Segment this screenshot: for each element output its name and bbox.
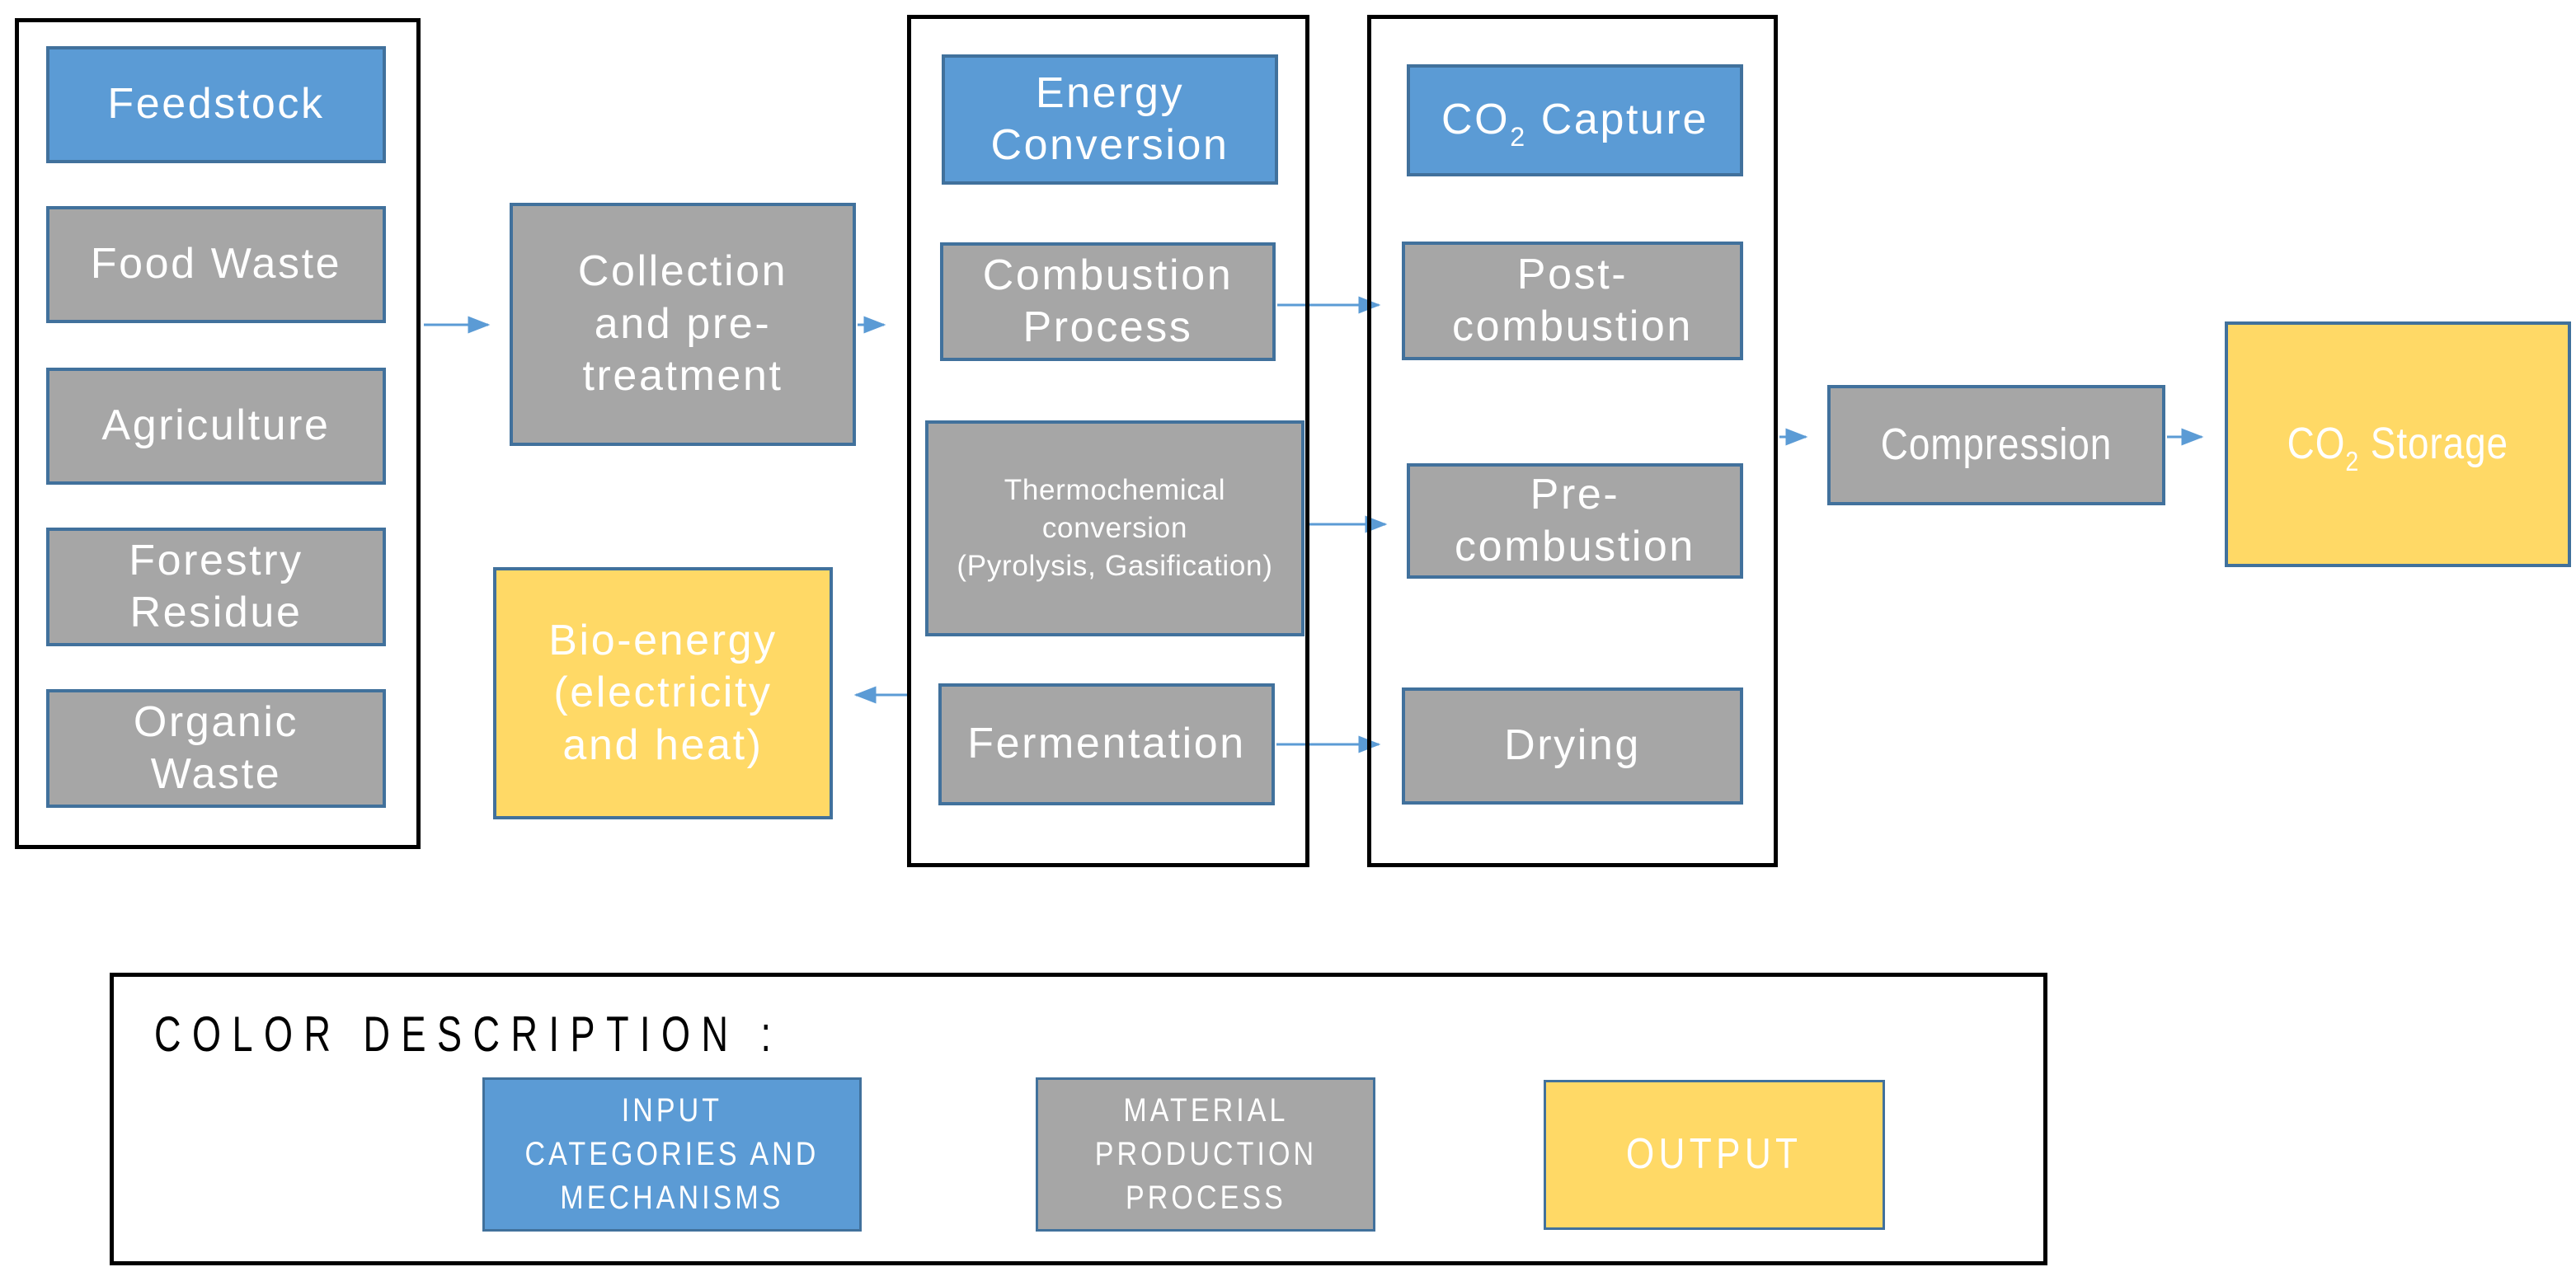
node-pre-combustion-label: Pre- combustion: [1455, 470, 1695, 570]
node-energy-conversion-header: Energy Conversion: [942, 54, 1278, 185]
node-agriculture: Agriculture: [46, 368, 386, 485]
node-co2-capture-header: CO2 Capture: [1407, 64, 1743, 176]
legend-title-text: COLOR DESCRIPTION :: [154, 1006, 783, 1062]
node-pre-combustion: Pre- combustion: [1407, 463, 1743, 579]
energy-conversion-group-container: [907, 15, 1309, 867]
node-post-combustion: Post- combustion: [1402, 242, 1743, 360]
legend-swatch-input-categories: INPUT CATEGORIES AND MECHANISMS: [482, 1077, 862, 1232]
node-combustion-process: Combustion Process: [940, 242, 1276, 361]
node-combustion-process-label: Combustion Process: [982, 251, 1234, 351]
node-thermochemical-conversion: Thermochemical conversion (Pyrolysis, Ga…: [925, 420, 1304, 636]
co2-storage-text-post: Storage: [2359, 419, 2509, 469]
node-bioenergy-output: Bio-energy (electricity and heat): [493, 567, 833, 819]
node-drying: Drying: [1402, 687, 1743, 805]
co2-capture-text-post: Capture: [1526, 96, 1709, 144]
node-collection-pretreatment: Collection and pre- treatment: [510, 203, 856, 446]
node-organic-waste-label: Organic Waste: [133, 697, 299, 798]
node-energy-conversion-header-label: Energy Conversion: [990, 68, 1229, 169]
node-food-waste-label: Food Waste: [90, 240, 342, 289]
co2-capture-subscript: 2: [1510, 121, 1527, 152]
node-compression: Compression: [1827, 385, 2165, 505]
node-forestry-residue-label: Forestry Residue: [129, 536, 303, 636]
node-drying-label: Drying: [1504, 721, 1641, 770]
node-co2-storage-label: CO2 Storage: [2287, 417, 2509, 476]
node-compression-label: Compression: [1880, 420, 2113, 470]
co2-capture-group-container: [1367, 15, 1778, 867]
node-feedstock-header-label: Feedstock: [107, 80, 325, 129]
node-thermochemical-conversion-label: Thermochemical conversion (Pyrolysis, Ga…: [957, 473, 1273, 583]
node-food-waste: Food Waste: [46, 206, 386, 323]
node-fermentation-label: Fermentation: [967, 720, 1246, 768]
node-co2-storage: CO2 Storage: [2225, 321, 2571, 567]
node-fermentation: Fermentation: [938, 683, 1275, 805]
legend-input-categories-label: INPUT CATEGORIES AND MECHANISMS: [524, 1091, 820, 1217]
co2-storage-text-pre: CO: [2287, 419, 2346, 469]
legend-container: [110, 973, 2047, 1265]
node-organic-waste: Organic Waste: [46, 689, 386, 808]
node-co2-capture-header-label: CO2 Capture: [1441, 94, 1709, 150]
node-post-combustion-label: Post- combustion: [1452, 250, 1693, 350]
legend-material-production-label: MATERIAL PRODUCTION PROCESS: [1094, 1091, 1317, 1217]
node-agriculture-label: Agriculture: [101, 401, 331, 450]
node-collection-pretreatment-label: Collection and pre- treatment: [577, 247, 788, 401]
legend-output-label: OUTPUT: [1626, 1130, 1803, 1179]
node-forestry-residue: Forestry Residue: [46, 528, 386, 646]
co2-capture-text-pre: CO: [1441, 96, 1511, 144]
legend-swatch-output: OUTPUT: [1544, 1080, 1885, 1230]
legend-title: COLOR DESCRIPTION :: [154, 1007, 991, 1062]
node-bioenergy-output-label: Bio-energy (electricity and heat): [548, 616, 778, 769]
feedstock-group-container: [15, 18, 421, 849]
legend-swatch-material-production: MATERIAL PRODUCTION PROCESS: [1036, 1077, 1375, 1232]
co2-storage-subscript: 2: [2345, 447, 2360, 478]
node-feedstock-header: Feedstock: [46, 46, 386, 163]
